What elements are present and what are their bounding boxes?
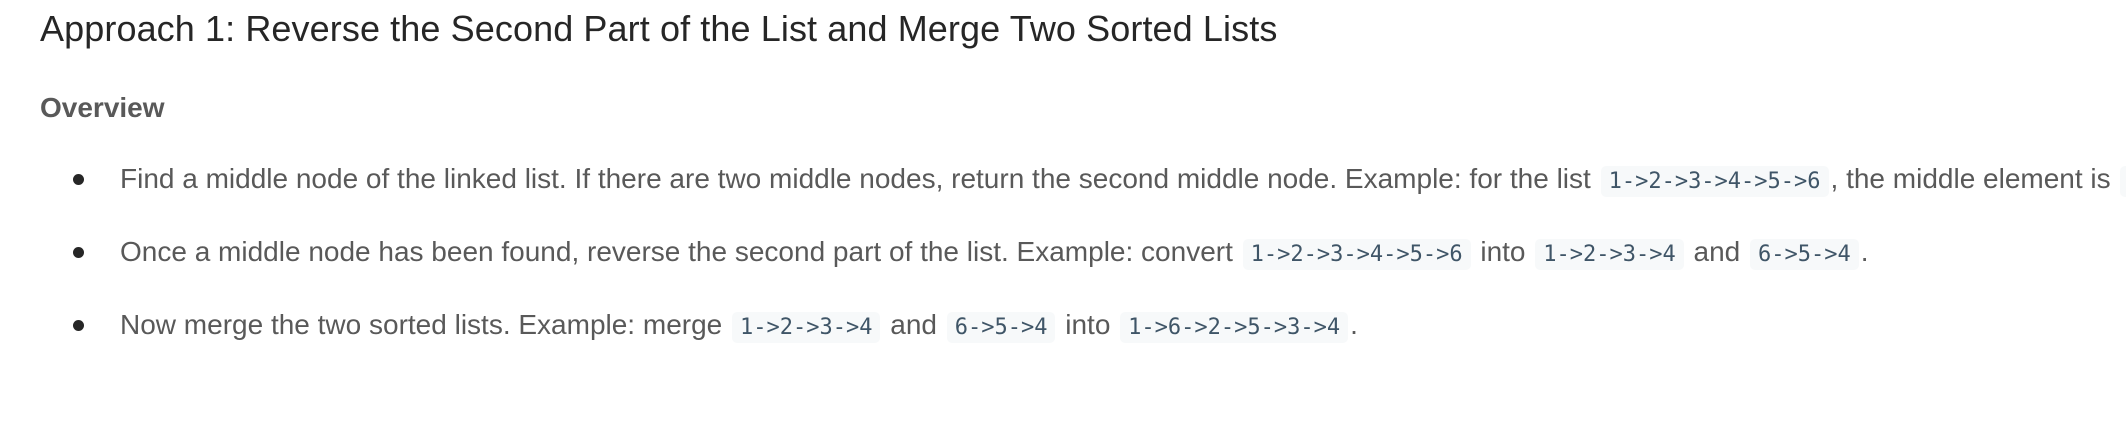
- inline-code: 6->5->4: [946, 312, 1056, 343]
- list-item-merge-lists: Now merge the two sorted lists. Example:…: [73, 304, 2126, 349]
- inline-code: 1->6->2->5->3->4: [1120, 312, 1349, 343]
- list-text: and: [1685, 236, 1749, 267]
- list-text: .: [1860, 236, 1869, 267]
- list-text: into: [1057, 309, 1119, 340]
- list-text: Find a middle node of the linked list. I…: [120, 163, 1599, 194]
- list-text: into: [1472, 236, 1534, 267]
- list-text: Now merge the two sorted lists. Example:…: [120, 309, 731, 340]
- inline-code: 4: [2120, 166, 2126, 197]
- inline-code: 6->5->4: [1750, 239, 1859, 270]
- list-item-reverse-second-part: Once a middle node has been found, rever…: [73, 231, 2126, 276]
- list-item-find-middle: Find a middle node of the linked list. I…: [73, 158, 2126, 203]
- section-heading-overview: Overview: [40, 92, 165, 123]
- inline-code: 1->2->3->4: [1535, 239, 1684, 270]
- inline-code: 1->2->3->4->5->6: [1600, 166, 1829, 197]
- list-text: and: [882, 309, 945, 340]
- article-title: Approach 1: Reverse the Second Part of t…: [40, 8, 1278, 49]
- inline-code: 1->2->3->4->5->6: [1242, 239, 1471, 270]
- list-text: , the middle element is: [1830, 163, 2119, 194]
- list-text: .: [1350, 309, 1358, 340]
- inline-code: 1->2->3->4: [732, 312, 881, 343]
- list-text: Once a middle node has been found, rever…: [120, 236, 1241, 267]
- overview-list: Find a middle node of the linked list. I…: [40, 158, 2126, 377]
